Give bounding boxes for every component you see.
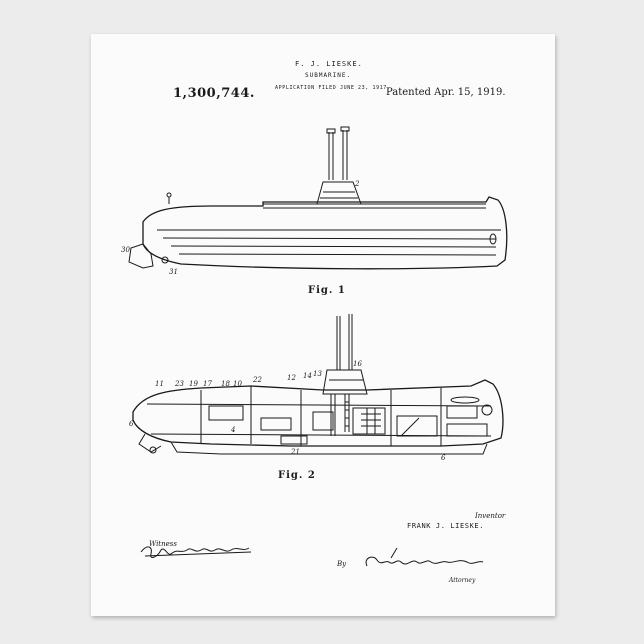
figure-1-label: Fig. 1 [308, 285, 346, 296]
svg-text:13: 13 [313, 370, 322, 378]
inventor-name: FRANK J. LIESKE. [407, 522, 484, 530]
by-label: By [337, 560, 346, 568]
svg-text:12: 12 [287, 374, 296, 382]
svg-text:11: 11 [155, 380, 164, 388]
svg-text:19: 19 [189, 380, 198, 388]
svg-text:23: 23 [174, 380, 184, 388]
svg-text:22: 22 [252, 376, 262, 384]
attorney-signature [366, 548, 483, 566]
figure-1-submarine-exterior [129, 127, 507, 269]
svg-text:18: 18 [221, 380, 230, 388]
figure-2-label: Fig. 2 [278, 470, 316, 481]
inventor-label: Inventor [475, 512, 505, 520]
patent-poster: F. J. LIESKE. SUBMARINE. APPLICATION FIL… [91, 34, 555, 616]
svg-text:16: 16 [353, 360, 362, 368]
svg-text:4: 4 [230, 426, 235, 434]
svg-text:6: 6 [441, 454, 446, 462]
svg-text:2: 2 [354, 180, 360, 188]
witness-signature [141, 547, 251, 558]
svg-text:14: 14 [303, 372, 312, 380]
patent-drawings: 2 30 31 11 23 19 17 18 10 22 12 14 13 16… [91, 34, 555, 616]
svg-text:6: 6 [129, 420, 134, 428]
svg-text:21: 21 [290, 448, 300, 456]
svg-text:10: 10 [233, 380, 242, 388]
attorney-label: Attorney [449, 577, 475, 584]
svg-text:31: 31 [169, 268, 178, 276]
witness-label: Witness [149, 540, 177, 548]
svg-text:30: 30 [121, 246, 130, 254]
svg-text:17: 17 [203, 380, 212, 388]
